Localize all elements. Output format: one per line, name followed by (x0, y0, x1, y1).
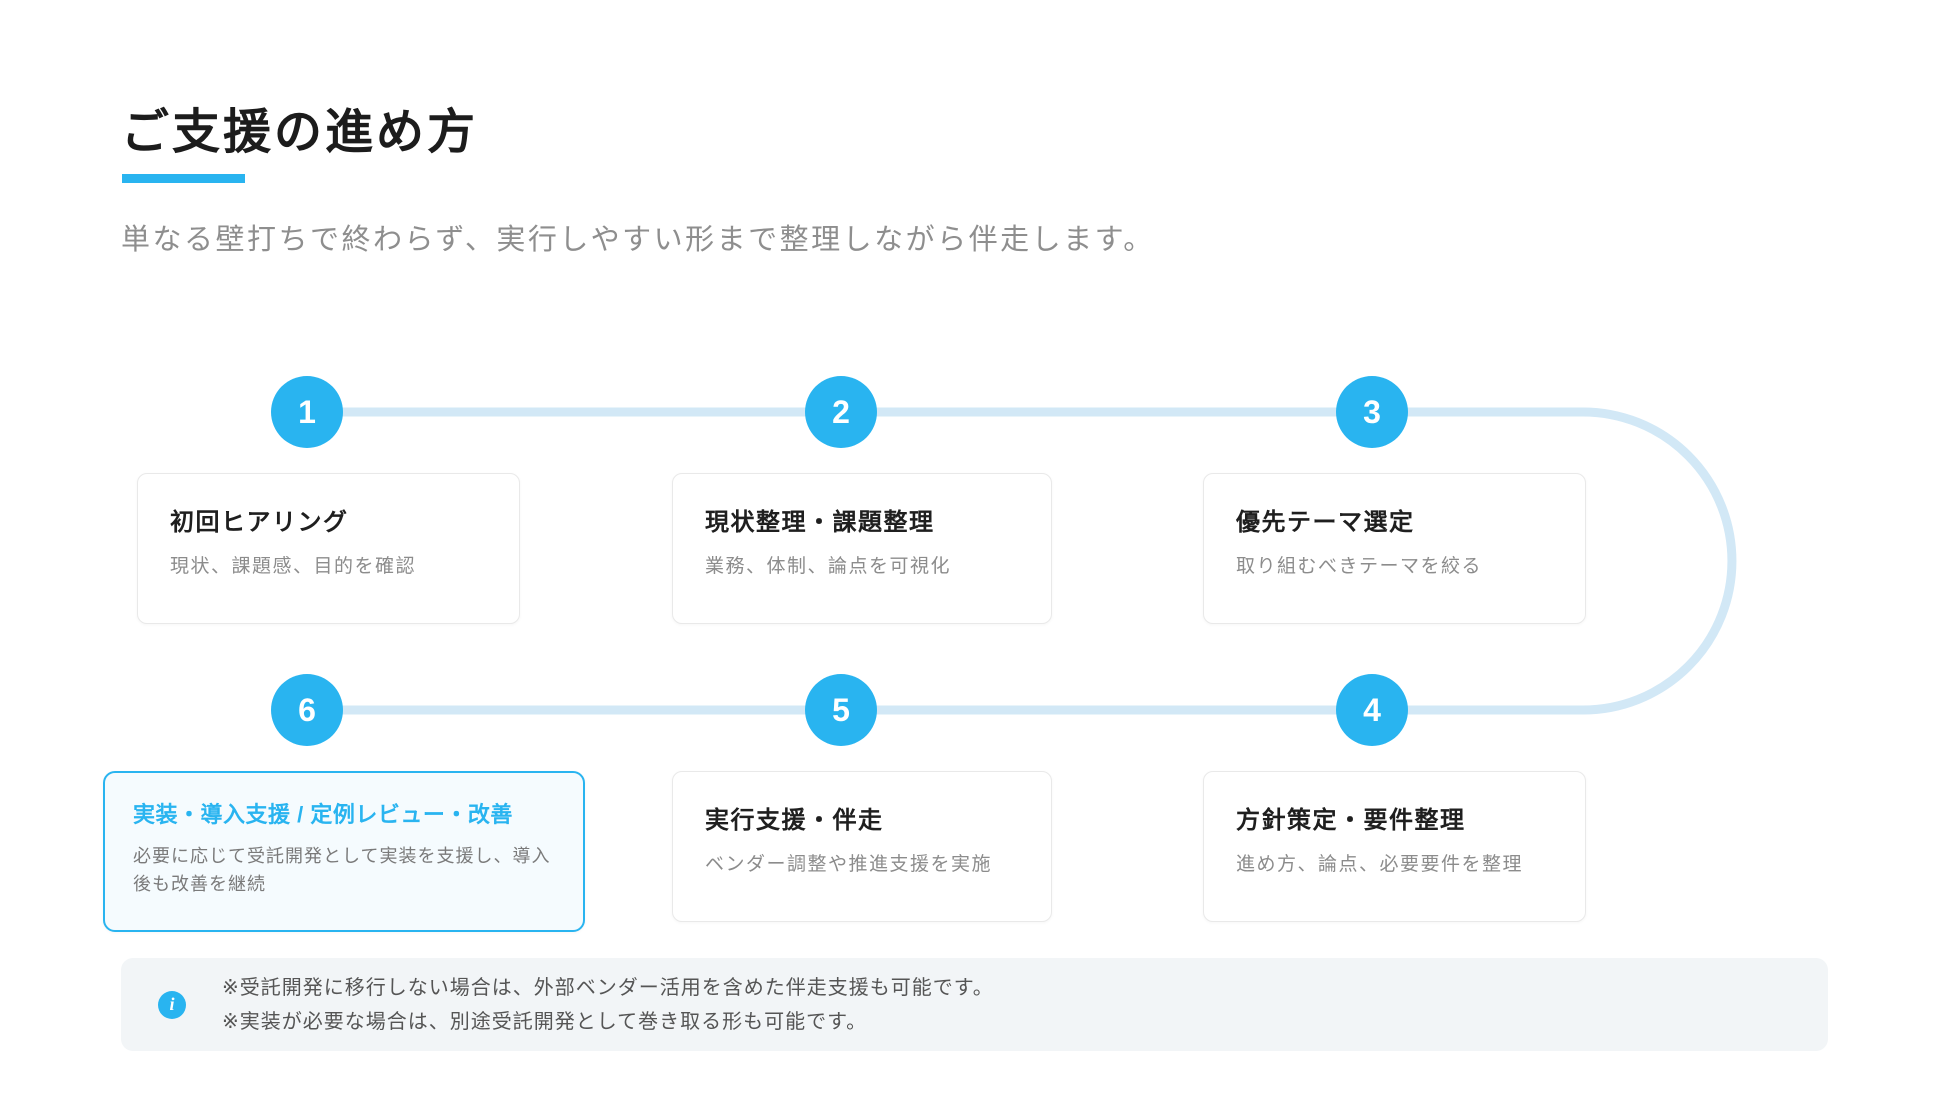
step-number: 5 (832, 691, 850, 728)
card-title: 実行支援・伴走 (705, 807, 884, 834)
step-badge-5: 5 (805, 674, 877, 746)
step-badge-6: 6 (271, 674, 343, 746)
card-title: 現状整理・課題整理 (705, 509, 935, 536)
card-description: 業務、体制、論点を可視化 (705, 556, 952, 577)
step-number: 1 (298, 393, 316, 430)
step-badge-4: 4 (1336, 674, 1408, 746)
info-icon: i (158, 990, 186, 1019)
footnote-box: i ※受託開発に移行しない場合は、外部ベンダー活用を含めた伴走支援も可能です。 … (121, 958, 1828, 1051)
step-badge-2: 2 (805, 376, 877, 448)
card-title: 実装・導入支援 / 定例レビュー・改善 (133, 802, 513, 827)
step-number: 2 (832, 393, 850, 430)
page-subtitle: 単なる壁打ちで終わらず、実行しやすい形まで整理しながら伴走します。 (121, 224, 1155, 256)
footnote-line: ※受託開発に移行しない場合は、外部ベンダー活用を含めた伴走支援も可能です。 (222, 976, 994, 999)
card-title: 優先テーマ選定 (1236, 509, 1415, 536)
step-card-policy-requirements: 方針策定・要件整理 進め方、論点、必要要件を整理 (1203, 771, 1586, 922)
step-card-current-state: 現状整理・課題整理 業務、体制、論点を可視化 (672, 473, 1052, 624)
step-card-theme-selection: 優先テーマ選定 取り組むべきテーマを絞る (1203, 473, 1586, 624)
card-description: 進め方、論点、必要要件を整理 (1236, 854, 1524, 875)
card-title: 初回ヒアリング (170, 509, 349, 536)
card-description: 現状、課題感、目的を確認 (170, 556, 417, 577)
step-card-execution-support: 実行支援・伴走 ベンダー調整や推進支援を実施 (672, 771, 1052, 922)
card-title: 方針策定・要件整理 (1236, 807, 1466, 834)
footnote-lines: ※受託開発に移行しない場合は、外部ベンダー活用を含めた伴走支援も可能です。 ※実… (222, 971, 994, 1039)
step-number: 4 (1363, 691, 1381, 728)
card-description: ベンダー調整や推進支援を実施 (705, 854, 993, 875)
step-number: 3 (1363, 393, 1381, 430)
step-number: 6 (298, 691, 316, 728)
footnote-line: ※実装が必要な場合は、別途受託開発として巻き取る形も可能です。 (222, 1010, 868, 1033)
title-underline (122, 174, 245, 183)
step-badge-1: 1 (271, 376, 343, 448)
card-description: 必要に応じて受託開発として実装を支援し、導入後も改善を継続 (133, 846, 551, 894)
step-card-implementation-review: 実装・導入支援 / 定例レビュー・改善 必要に応じて受託開発として実装を支援し、… (103, 771, 585, 932)
step-badge-3: 3 (1336, 376, 1408, 448)
page-title: ご支援の進め方 (121, 106, 479, 159)
step-card-initial-hearing: 初回ヒアリング 現状、課題感、目的を確認 (137, 473, 520, 624)
card-description: 取り組むべきテーマを絞る (1236, 556, 1483, 577)
